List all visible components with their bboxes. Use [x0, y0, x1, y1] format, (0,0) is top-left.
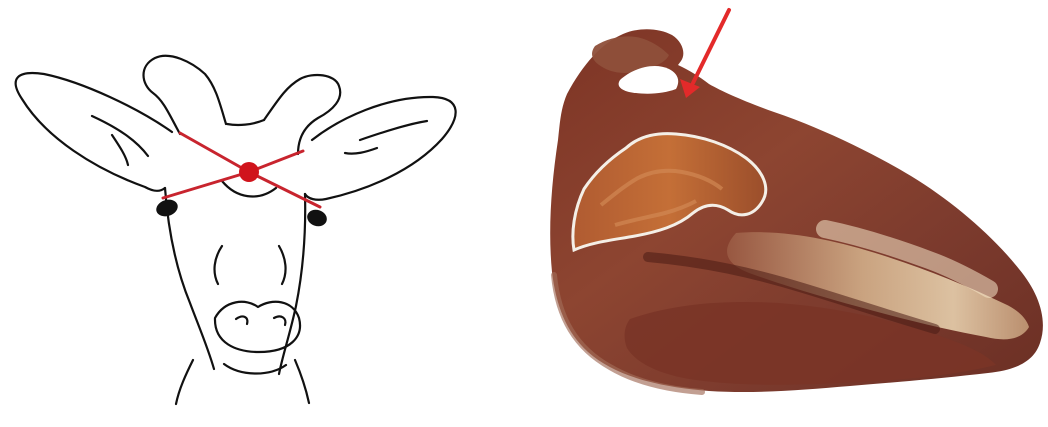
right-ear-inner-line: [345, 121, 427, 154]
head-top-contour: [227, 120, 264, 125]
mouth-line: [224, 364, 286, 374]
cheek-left-detail: [215, 246, 222, 284]
left-eye: [154, 197, 180, 219]
nostril-right: [274, 316, 285, 325]
neck-left-line: [176, 360, 193, 404]
head-section-specimen: [500, 0, 1048, 427]
guide-line-upper-left: [180, 133, 249, 172]
eyes: [154, 197, 329, 229]
cheek-right-detail: [279, 246, 286, 284]
left-ear-inner-line: [92, 116, 148, 165]
neck-right-line: [295, 360, 309, 403]
right-eye: [305, 207, 329, 228]
forehead-inner-curve: [222, 181, 276, 196]
left-ear-outline: [16, 73, 172, 191]
guide-line-lower-left: [163, 172, 249, 198]
right-panel: [500, 0, 1048, 427]
arrow-shaft: [693, 10, 729, 83]
giraffe-head-drawing: [0, 0, 470, 427]
nostril-left: [236, 317, 247, 324]
guide-line-lower-right: [249, 172, 320, 207]
target-point: [239, 162, 259, 182]
left-panel: [0, 0, 470, 427]
face-left-contour: [165, 188, 214, 369]
right-ossicone-outline: [264, 75, 340, 154]
